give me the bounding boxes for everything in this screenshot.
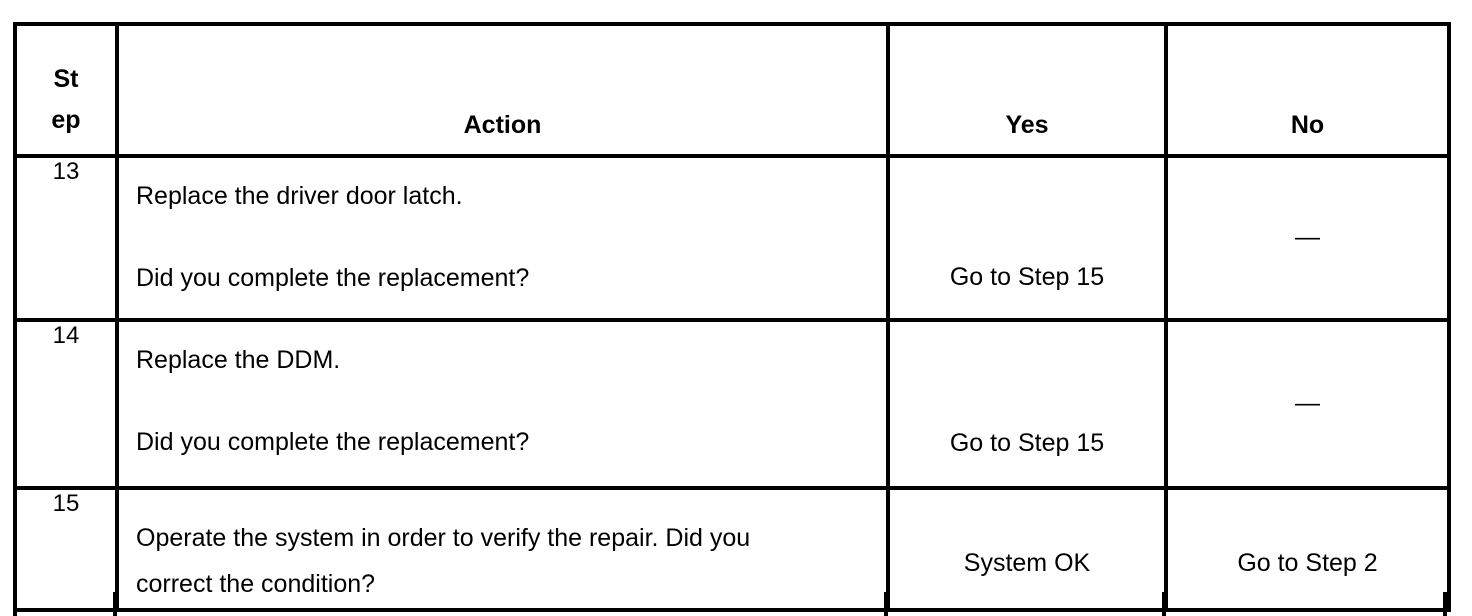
step-number-cell: 15	[13, 486, 119, 612]
yes-answer-cell: System OK	[886, 486, 1168, 612]
action-text: Operate the system in order to verify th…	[119, 490, 886, 607]
column-header-step-label: Step	[51, 65, 81, 134]
step-number: 15	[52, 490, 80, 517]
no-answer-text: —	[1295, 223, 1320, 251]
step-number: 13	[52, 158, 80, 185]
yes-answer-cell: Go to Step 15	[886, 154, 1168, 322]
column-header-action: Action	[115, 22, 890, 158]
yes-answer-text: Go to Step 15	[949, 263, 1105, 291]
yes-answer-text: System OK	[963, 549, 1091, 577]
column-header-action-label: Action	[463, 110, 542, 139]
action-instruction: Replace the DDM.	[136, 346, 341, 374]
action-cell: Replace the DDM. Did you complete the re…	[115, 318, 890, 490]
action-question: correct the condition?	[136, 569, 376, 598]
action-question: Did you complete the replacement?	[136, 264, 530, 292]
step-number-cell: 13	[13, 154, 119, 322]
column-header-yes-label: Yes	[1005, 110, 1049, 139]
column-header-step: Step	[13, 22, 119, 158]
action-text: Replace the driver door latch. Did you c…	[119, 158, 886, 292]
table-row: 13 Replace the driver door latch. Did yo…	[13, 154, 1451, 322]
column-header-no: No	[1164, 22, 1451, 158]
action-yes-divider	[884, 592, 888, 616]
no-answer-cell: —	[1164, 318, 1451, 490]
step-number: 14	[52, 322, 80, 349]
step-number-cell: 14	[13, 318, 119, 490]
yes-answer-cell: Go to Step 15	[886, 318, 1168, 490]
clipped-next-row	[13, 592, 1447, 616]
action-cell: Operate the system in order to verify th…	[115, 486, 890, 612]
action-instruction: Replace the driver door latch.	[136, 182, 463, 210]
table-row: 15 Operate the system in order to verify…	[13, 486, 1451, 612]
action-instruction: Operate the system in order to verify th…	[136, 524, 751, 552]
table-row: 14 Replace the DDM. Did you complete the…	[13, 318, 1451, 490]
table-left-border	[13, 592, 17, 616]
no-answer-text: —	[1295, 389, 1320, 417]
step-action-divider	[113, 592, 117, 616]
action-cell: Replace the driver door latch. Did you c…	[115, 154, 890, 322]
table-right-border	[1443, 592, 1447, 616]
action-text: Replace the DDM. Did you complete the re…	[119, 322, 886, 456]
no-answer-cell: —	[1164, 154, 1451, 322]
table-header-row: Step Action Yes No	[13, 22, 1451, 158]
column-header-yes: Yes	[886, 22, 1168, 158]
no-answer-text: Go to Step 2	[1237, 549, 1378, 577]
action-spacer	[136, 210, 874, 264]
no-answer-cell: Go to Step 2	[1164, 486, 1451, 612]
action-question: Did you complete the replacement?	[136, 428, 530, 456]
column-header-no-label: No	[1290, 110, 1325, 139]
yes-answer-text: Go to Step 15	[949, 429, 1105, 457]
diagnostic-step-table: Step Action Yes No 13	[13, 22, 1451, 612]
yes-no-divider	[1162, 592, 1166, 616]
action-spacer	[136, 374, 874, 428]
